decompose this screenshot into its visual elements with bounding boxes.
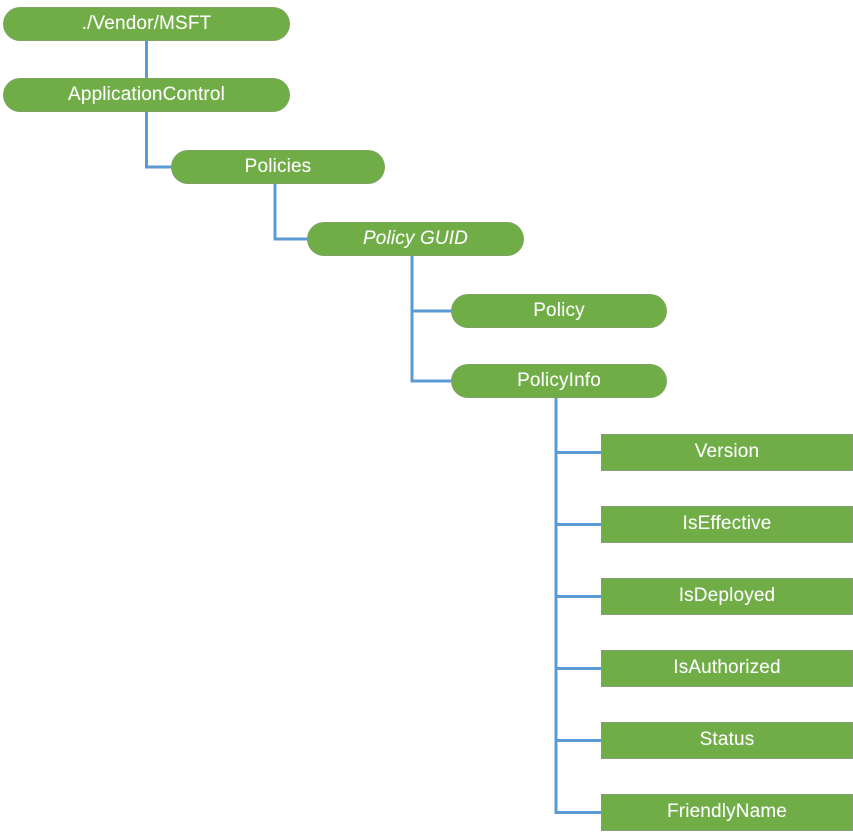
tree-node-label: PolicyInfo — [517, 369, 601, 391]
tree-node-label: Status — [699, 729, 755, 751]
connector-edge-policyguid-to-policyinfo — [410, 255, 452, 383]
tree-node-label: Version — [694, 441, 760, 463]
tree-node-label: IsDeployed — [678, 585, 776, 607]
tree-node-version: Version — [601, 434, 853, 471]
tree-node-label: IsEffective — [682, 513, 772, 535]
connector-edge-appcontrol-to-policies — [145, 111, 172, 169]
tree-node-policy: Policy — [451, 294, 667, 328]
tree-node-label: Policy — [533, 299, 585, 321]
tree-node-is-effective: IsEffective — [601, 506, 853, 543]
tree-node-status: Status — [601, 722, 853, 759]
connector-edge-policyinfo-to-isdeployed — [554, 397, 602, 598]
connector-edge-policyinfo-to-iseffective — [554, 397, 602, 526]
tree-node-policy-guid: Policy GUID — [307, 222, 524, 256]
tree-node-is-deployed: IsDeployed — [601, 578, 853, 615]
connector-edge-policyinfo-to-isauthorized — [554, 397, 602, 670]
tree-node-label: ./Vendor/MSFT — [81, 12, 212, 34]
connector-edge-policyguid-to-policy — [410, 255, 452, 313]
tree-node-policy-info: PolicyInfo — [451, 364, 667, 398]
tree-node-label: Policy GUID — [362, 227, 469, 249]
tree-node-label: FriendlyName — [666, 801, 788, 823]
connector-edge-policyinfo-to-version — [554, 397, 602, 454]
tree-node-vendor-msft: ./Vendor/MSFT — [3, 7, 290, 41]
tree-node-label: IsAuthorized — [673, 657, 781, 679]
tree-node-policies: Policies — [171, 150, 385, 184]
tree-node-application-control: ApplicationControl — [3, 78, 290, 112]
tree-node-is-authorized: IsAuthorized — [601, 650, 853, 687]
connector-edge-policyinfo-to-status — [554, 397, 602, 742]
connector-edge-policyinfo-to-friendlyname — [554, 397, 602, 814]
connector-edge-policies-to-policyguid — [273, 183, 308, 241]
tree-node-label: ApplicationControl — [68, 83, 225, 105]
tree-node-friendly-name: FriendlyName — [601, 794, 853, 831]
tree-node-label: Policies — [244, 155, 312, 177]
